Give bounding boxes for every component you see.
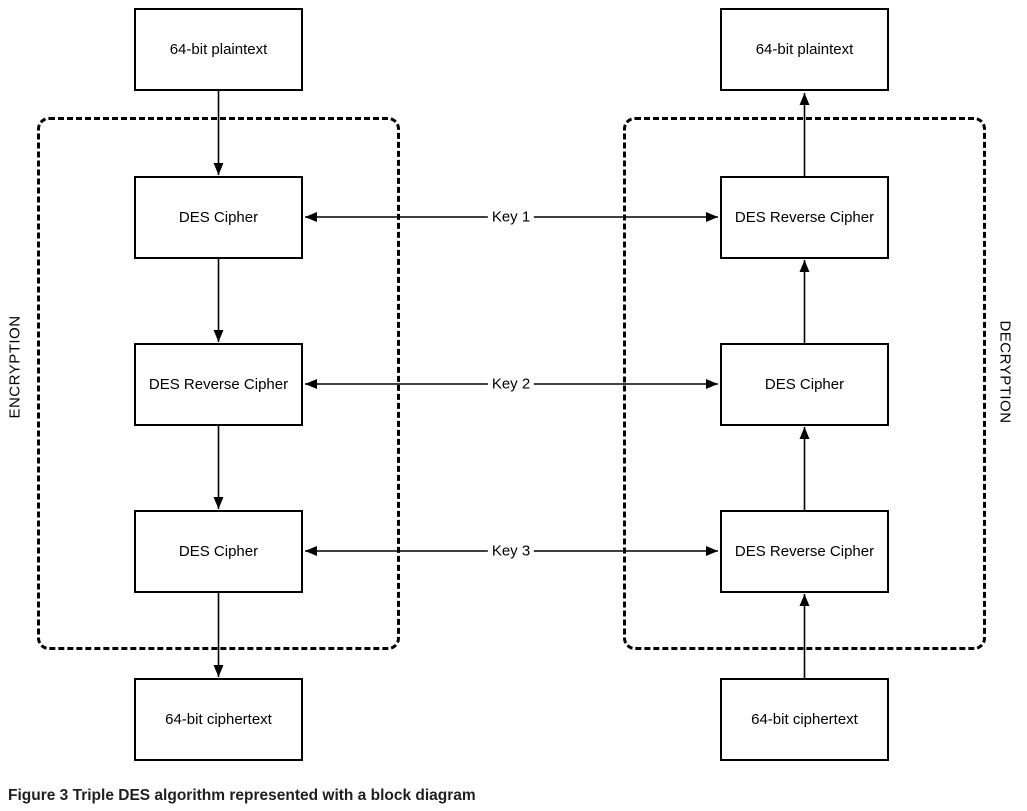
decryption-des-reverse-cipher-1-box: DES Reverse Cipher <box>720 176 889 259</box>
encryption-des-cipher-2-box: DES Cipher <box>134 510 303 593</box>
decryption-des-reverse-cipher-2-box: DES Reverse Cipher <box>720 510 889 593</box>
decryption-des-cipher-box: DES Cipher <box>720 343 889 426</box>
encryption-ciphertext-box: 64-bit ciphertext <box>134 678 303 761</box>
figure-caption: Figure 3 Triple DES algorithm represente… <box>8 787 476 804</box>
key-1-label: Key 1 <box>487 208 535 226</box>
decryption-plaintext-box: 64-bit plaintext <box>720 8 889 91</box>
key-3-label: Key 3 <box>487 542 535 560</box>
encryption-des-cipher-1-box: DES Cipher <box>134 176 303 259</box>
encryption-des-reverse-cipher-box: DES Reverse Cipher <box>134 343 303 426</box>
encryption-plaintext-box: 64-bit plaintext <box>134 8 303 91</box>
decryption-ciphertext-box: 64-bit ciphertext <box>720 678 889 761</box>
key-2-label: Key 2 <box>487 375 535 393</box>
